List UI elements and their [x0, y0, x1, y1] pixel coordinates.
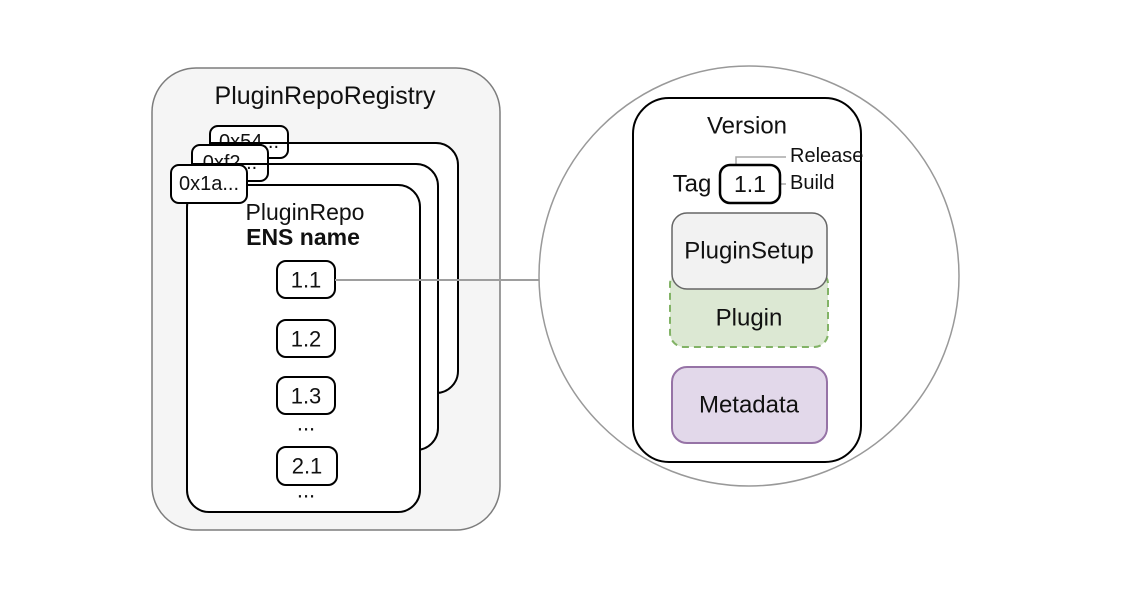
plugin-repo-title: PluginRepo	[246, 199, 365, 225]
version-box-1-2	[276, 319, 336, 358]
repo-address-tag-front	[170, 164, 248, 204]
build-annotation-label: Build	[790, 172, 834, 194]
version-box-1-3-label: 1.3	[291, 384, 322, 409]
plugin-label: Plugin	[716, 305, 783, 332]
versions-ellipsis: ...	[297, 411, 315, 436]
release-annotation-label: Release	[790, 145, 863, 167]
version-box-2-1	[276, 446, 338, 486]
registry-title: PluginRepoRegistry	[215, 82, 436, 110]
tag-value-box	[718, 163, 782, 205]
metadata-box	[671, 366, 828, 444]
versions-ellipsis-more: ...	[297, 478, 315, 503]
metadata-label: Metadata	[699, 392, 800, 419]
plugin-setup-box	[671, 212, 828, 290]
version-title: Version	[707, 113, 787, 140]
version-box-1-2-label: 1.2	[291, 327, 322, 352]
ens-name-label: ENS name	[246, 224, 360, 250]
plugin-setup-label: PluginSetup	[684, 238, 813, 265]
version-box-1-3	[276, 376, 336, 415]
repo-address-tag-front-label: 0x1a...	[179, 173, 239, 195]
tag-label: Tag	[673, 171, 712, 198]
tag-value-label: 1.1	[734, 171, 766, 197]
version-box-2-1-label: 2.1	[292, 454, 323, 479]
version-box-1-1-label: 1.1	[291, 268, 322, 293]
